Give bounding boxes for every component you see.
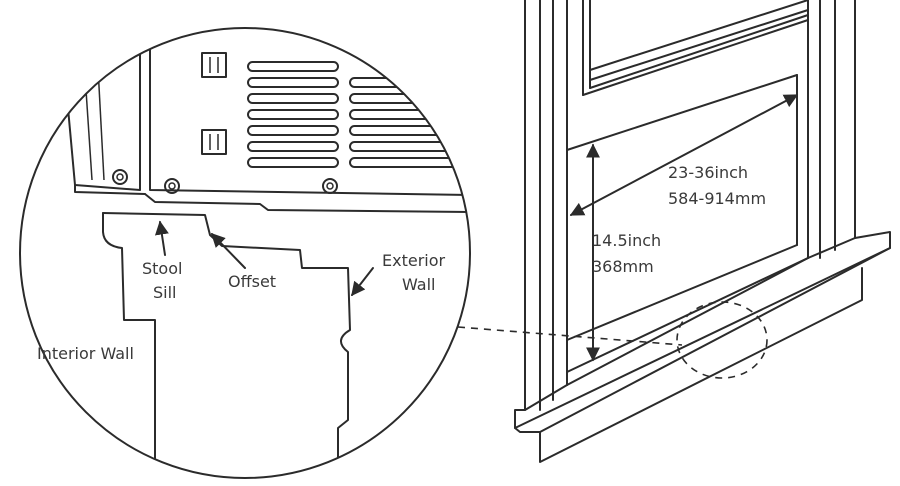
detail-leader-line [457, 326, 683, 346]
sill-wall-profile [102, 212, 351, 471]
label-sill: Sill [153, 283, 177, 302]
label-interior-wall: Interior Wall [37, 344, 134, 363]
vent-louvers [247, 61, 470, 168]
detail-highlight-ellipse [676, 301, 768, 379]
callout-arrows [154, 220, 374, 297]
window-illustration: 23-36inch 584-914mm 14.5inch 368mm [514, 0, 891, 463]
width-inch-label: 23-36inch [668, 163, 748, 182]
height-mm-label: 368mm [592, 257, 654, 276]
label-exterior: Exterior [382, 251, 446, 270]
label-offset: Offset [228, 272, 276, 291]
height-inch-label: 14.5inch [592, 231, 661, 250]
label-exterior-wall: Wall [402, 275, 436, 294]
air-conditioner-unit [144, 28, 470, 213]
detail-magnifier: Stool Sill Offset Exterior Wall Interior… [19, 27, 471, 479]
label-stool: Stool [142, 259, 182, 278]
width-mm-label: 584-914mm [668, 189, 766, 208]
width-dimension-arrow [569, 94, 799, 216]
